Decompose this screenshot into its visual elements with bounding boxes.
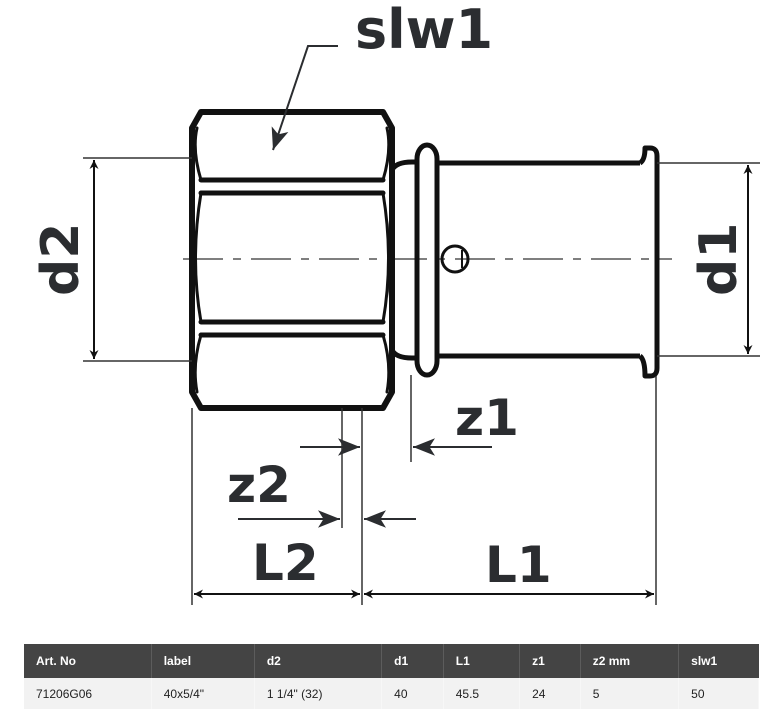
d2-label: d2 <box>31 223 91 296</box>
specification-table: Art. No label d2 d1 L1 z1 z2 mm slw1 712… <box>24 644 759 709</box>
d1-label: d1 <box>689 223 749 296</box>
table-header-row: Art. No label d2 d1 L1 z1 z2 mm slw1 <box>24 644 759 678</box>
cell-z2: 5 <box>580 678 680 709</box>
dimension-lines <box>89 160 753 599</box>
header-l1: L1 <box>443 644 521 678</box>
cell-z1: 24 <box>519 678 581 709</box>
cell-d2: 1 1/4" (32) <box>254 678 383 709</box>
header-d2: d2 <box>254 644 383 678</box>
cell-l1: 45.5 <box>443 678 521 709</box>
inspection-hole-icon <box>440 244 470 274</box>
z2-label: z2 <box>227 456 291 514</box>
header-z2: z2 mm <box>580 644 680 678</box>
header-z1: z1 <box>519 644 581 678</box>
technical-drawing: slw1 d2 d1 z1 z2 L2 L1 <box>31 0 760 605</box>
extension-lines <box>83 157 760 605</box>
L1-label: L1 <box>485 536 552 594</box>
L2-label: L2 <box>252 534 319 592</box>
header-art-no: Art. No <box>24 644 152 678</box>
cell-d1: 40 <box>381 678 444 709</box>
hex-nut <box>189 109 395 411</box>
z1-label: z1 <box>455 389 519 447</box>
header-label: label <box>151 644 255 678</box>
header-d1: d1 <box>381 644 444 678</box>
table-row: 71206G06 40x5/4" 1 1/4" (32) 40 45.5 24 … <box>24 678 759 709</box>
offset-arrows <box>238 45 492 528</box>
header-slw1: slw1 <box>678 644 759 678</box>
cell-label: 40x5/4" <box>151 678 255 709</box>
cell-art-no: 71206G06 <box>24 678 152 709</box>
slw1-leader <box>271 45 338 151</box>
slw1-label: slw1 <box>355 0 493 61</box>
cell-slw1: 50 <box>678 678 759 709</box>
press-sleeve <box>388 142 660 379</box>
